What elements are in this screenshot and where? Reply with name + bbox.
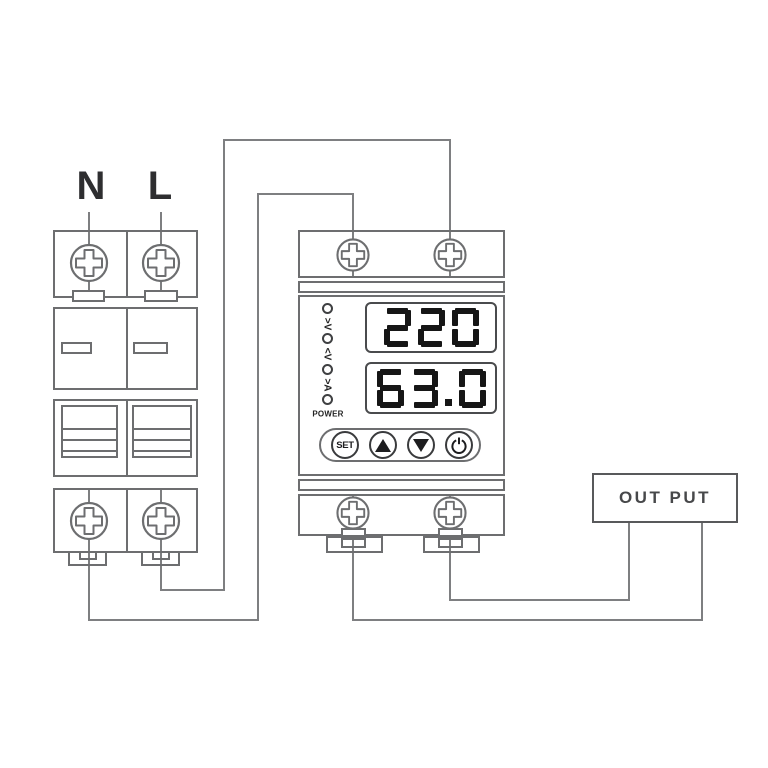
protector-top-band <box>298 281 505 293</box>
screw-icon <box>141 501 181 541</box>
breaker-vent-slats <box>132 405 192 458</box>
breaker-handle-slot <box>61 342 92 354</box>
neutral-label: N <box>76 164 106 208</box>
wire-line-down <box>160 490 162 591</box>
led-over-voltage <box>322 303 333 314</box>
protector-top-terminal-block <box>298 230 505 278</box>
screw-icon <box>433 496 467 530</box>
indicator-label-over-current: >A <box>321 378 333 392</box>
button-row: SET <box>319 428 481 462</box>
indicator-label-under-voltage: <V <box>321 347 333 361</box>
screw-icon <box>141 243 181 283</box>
screw-icon <box>433 238 467 272</box>
breaker-mount-tab-inner <box>79 551 97 560</box>
wire-protector-left-lead <box>352 193 354 278</box>
wire-line-top-horizontal <box>223 139 451 141</box>
protector-mount-tab-inner <box>438 538 463 548</box>
protector-mount-tab <box>326 536 383 553</box>
led-under-voltage <box>322 333 333 344</box>
breaker-body <box>53 307 198 390</box>
breaker-pole-divider <box>126 401 128 475</box>
wire-output-left-riser <box>628 521 630 601</box>
wire-output-lower-horizontal <box>352 619 703 621</box>
breaker-pole-divider <box>126 232 128 296</box>
wire-line-bottom-horizontal <box>160 589 225 591</box>
line-label: L <box>147 164 173 208</box>
protector-mount-tab <box>423 536 480 553</box>
set-button-label: SET <box>336 439 354 451</box>
wire-protector-right-lead <box>449 139 451 278</box>
led-power <box>322 394 333 405</box>
output-box: OUT PUT <box>592 473 738 523</box>
breaker-pole-divider <box>126 309 128 388</box>
display-voltage <box>365 302 497 353</box>
wire-neutral-riser <box>257 193 259 621</box>
set-button: SET <box>331 431 359 459</box>
output-label: OUT PUT <box>618 488 712 507</box>
indicator-label-power: POWER <box>312 409 344 419</box>
power-icon <box>451 437 467 454</box>
breaker-terminal-plate <box>72 290 105 302</box>
wire-output-upper-horizontal <box>449 599 630 601</box>
screw-icon <box>69 243 109 283</box>
wire-protector-out-left-down <box>352 496 354 621</box>
triangle-down-icon <box>413 438 429 452</box>
power-button <box>445 431 473 459</box>
triangle-up-icon <box>375 438 391 452</box>
protector-bottom-terminal-block <box>298 494 505 536</box>
wire-neutral-bottom-horizontal <box>88 619 259 621</box>
breaker-handle-slot <box>133 342 168 354</box>
wire-line-riser <box>223 139 225 591</box>
screw-icon <box>336 238 370 272</box>
breaker-vent-section <box>53 399 198 477</box>
breaker-pole-divider <box>126 490 128 551</box>
wire-protector-out-right-down <box>449 496 451 601</box>
wire-output-right-riser <box>701 521 703 621</box>
breaker-terminal-plate <box>144 290 178 302</box>
wire-neutral-down <box>88 490 90 621</box>
up-button <box>369 431 397 459</box>
breaker-top-terminal-block <box>53 230 198 298</box>
protector-bottom-band <box>298 479 505 491</box>
breaker-bottom-terminal-block <box>53 488 198 553</box>
screw-icon <box>336 496 370 530</box>
down-button <box>407 431 435 459</box>
led-over-current <box>322 364 333 375</box>
breaker-mount-tab-inner <box>152 551 170 560</box>
indicator-label-over-voltage: >V <box>321 317 333 331</box>
breaker-vent-slats <box>61 405 118 458</box>
display-current <box>365 362 497 414</box>
protector-mount-tab-inner <box>341 538 366 548</box>
wire-neutral-top-horizontal <box>257 193 354 195</box>
screw-icon <box>69 501 109 541</box>
